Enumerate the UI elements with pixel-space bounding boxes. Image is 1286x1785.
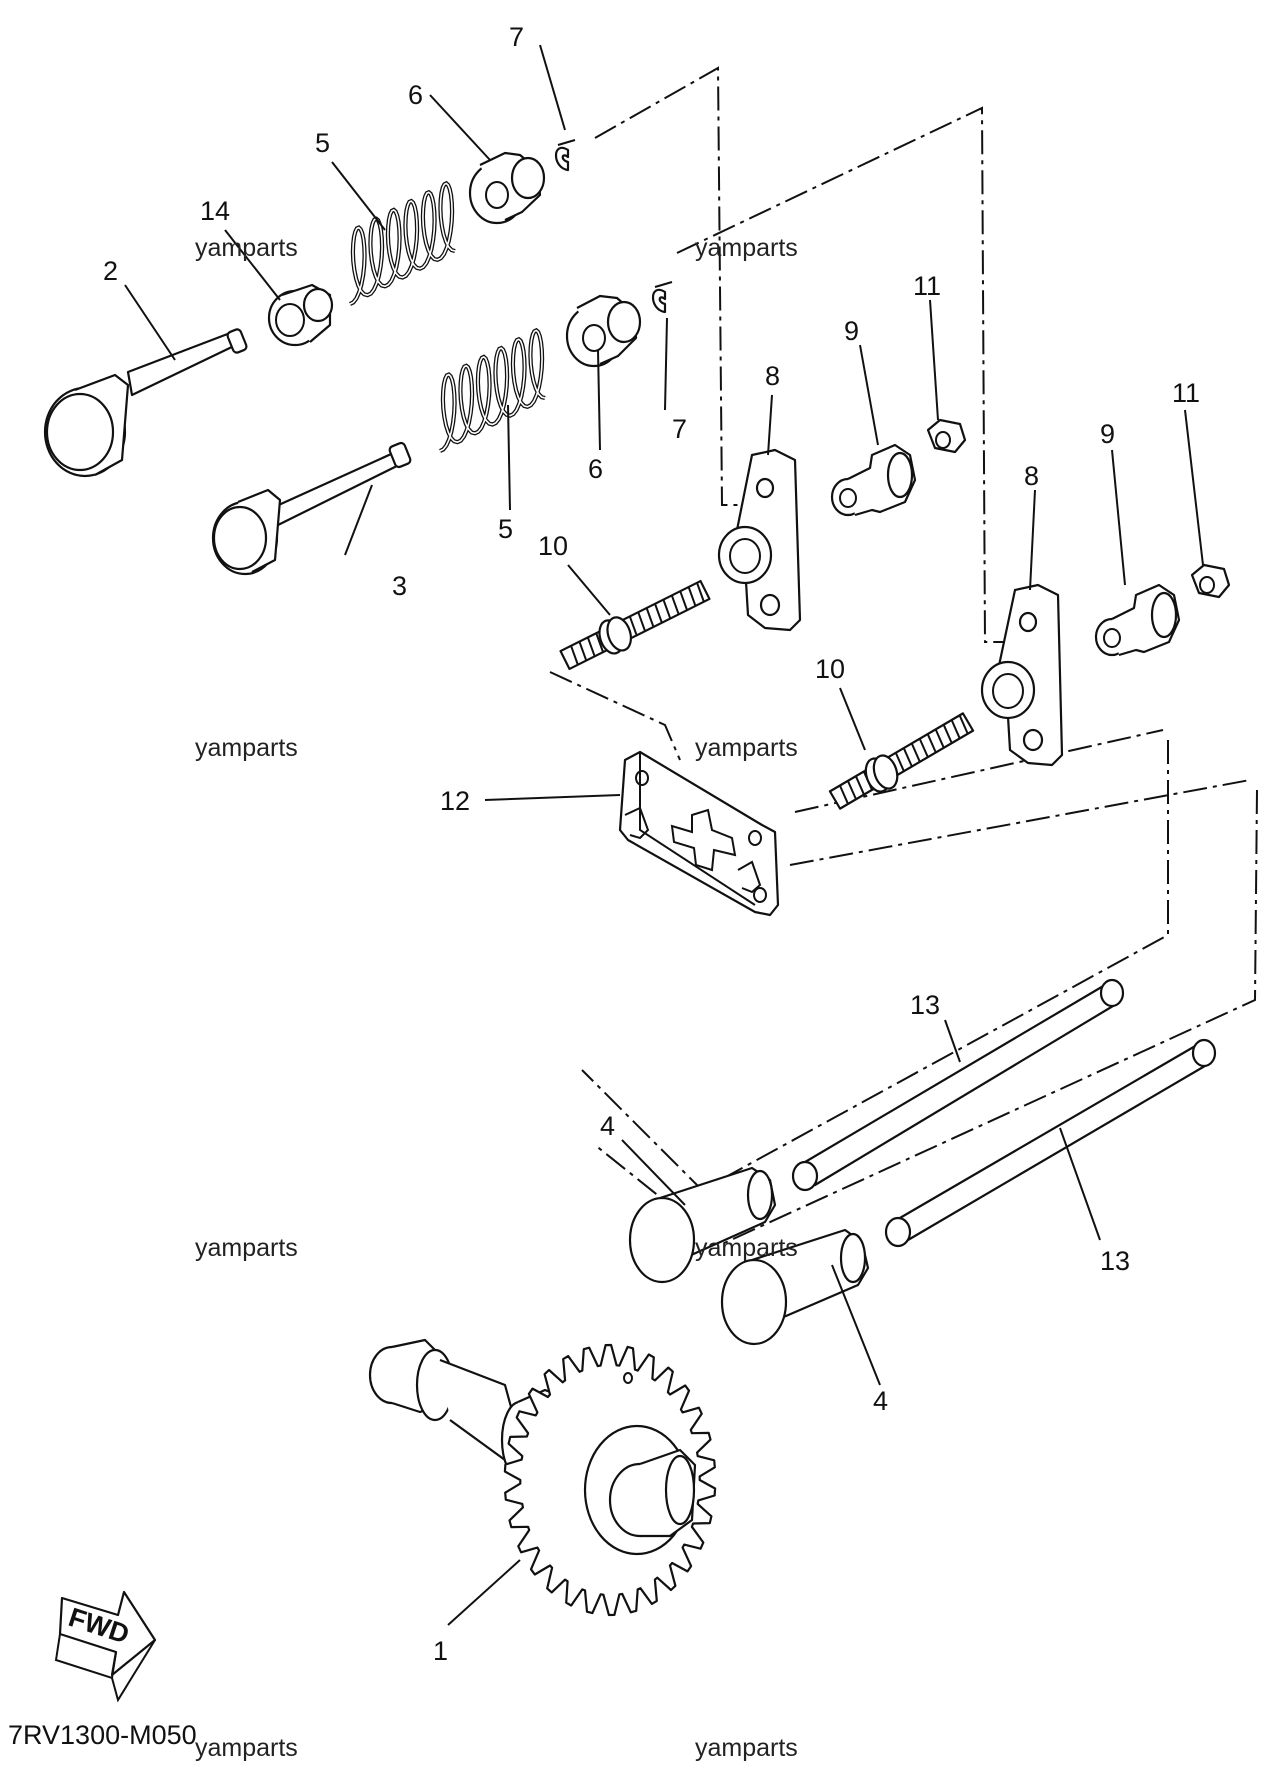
leader-lines bbox=[124, 44, 1204, 1626]
callout-7-upper: 7 bbox=[509, 22, 524, 52]
rocker-stud-lower bbox=[828, 712, 975, 810]
watermarks: yamparts yamparts yamparts yamparts yamp… bbox=[195, 234, 798, 1762]
watermark: yamparts bbox=[195, 1234, 298, 1262]
callout-7-lower: 7 bbox=[672, 414, 687, 444]
rocker-arm-lower bbox=[980, 583, 1064, 767]
watermark: yamparts bbox=[695, 1734, 798, 1762]
valve-lifter-upper bbox=[628, 1166, 777, 1284]
callout-3: 3 bbox=[392, 571, 407, 601]
diagram-code: 7RV1300-M050 bbox=[8, 1720, 197, 1750]
rocker-pivot-lower bbox=[1094, 583, 1181, 657]
rocker-pivot-upper bbox=[830, 443, 917, 517]
callout-5-upper: 5 bbox=[315, 128, 330, 158]
camshaft-assembly bbox=[368, 1338, 717, 1617]
callout-9-lower: 9 bbox=[1100, 419, 1115, 449]
fwd-arrow-icon: FWD bbox=[54, 1590, 157, 1703]
callout-4-upper: 4 bbox=[600, 1111, 615, 1141]
spring-retainer-upper bbox=[468, 151, 546, 225]
callout-numbers: 7 6 5 14 2 11 9 8 11 7 9 6 8 5 10 3 10 1… bbox=[103, 22, 1200, 1666]
push-rod-lower bbox=[884, 1038, 1217, 1248]
valve-lower bbox=[211, 441, 412, 576]
nut-upper bbox=[926, 418, 967, 454]
valve-spring-lower bbox=[439, 327, 546, 453]
callout-14: 14 bbox=[200, 196, 230, 226]
callout-11-upper: 11 bbox=[913, 271, 941, 301]
callout-10-upper: 10 bbox=[538, 531, 568, 561]
callout-8-lower: 8 bbox=[1024, 461, 1039, 491]
callout-9-upper: 9 bbox=[844, 316, 859, 346]
valve-lifter-lower bbox=[720, 1228, 870, 1346]
watermark: yamparts bbox=[195, 1734, 298, 1762]
callout-13-upper: 13 bbox=[910, 990, 940, 1020]
watermark: yamparts bbox=[695, 734, 798, 762]
callout-12: 12 bbox=[440, 786, 470, 816]
watermark: yamparts bbox=[695, 234, 798, 262]
callout-6-upper: 6 bbox=[408, 80, 423, 110]
push-rod-guide-plate bbox=[618, 750, 780, 917]
callout-10-lower: 10 bbox=[815, 654, 845, 684]
callout-5-lower: 5 bbox=[498, 514, 513, 544]
watermark: yamparts bbox=[695, 1234, 798, 1262]
watermark: yamparts bbox=[195, 734, 298, 762]
callout-2: 2 bbox=[103, 256, 118, 286]
push-rod-upper bbox=[791, 978, 1125, 1192]
valve-stem-seal bbox=[267, 283, 334, 347]
callout-1: 1 bbox=[433, 1636, 448, 1666]
valve-cotter-upper bbox=[554, 139, 576, 172]
rocker-stud-upper bbox=[559, 579, 711, 671]
callout-8-upper: 8 bbox=[765, 361, 780, 391]
rocker-arm-upper bbox=[717, 448, 802, 632]
valve-cotter-lower bbox=[651, 281, 673, 314]
spring-retainer-lower bbox=[565, 294, 642, 368]
callout-11-lower: 11 bbox=[1172, 378, 1200, 408]
nut-lower bbox=[1190, 563, 1231, 599]
callout-6-lower: 6 bbox=[588, 454, 603, 484]
valve-spring-upper bbox=[349, 180, 456, 306]
callout-4-lower: 4 bbox=[873, 1386, 888, 1416]
watermark: yamparts bbox=[195, 234, 298, 262]
callout-13-lower: 13 bbox=[1100, 1246, 1130, 1276]
guide-lines bbox=[549, 66, 1258, 1247]
valve-upper bbox=[43, 328, 248, 478]
